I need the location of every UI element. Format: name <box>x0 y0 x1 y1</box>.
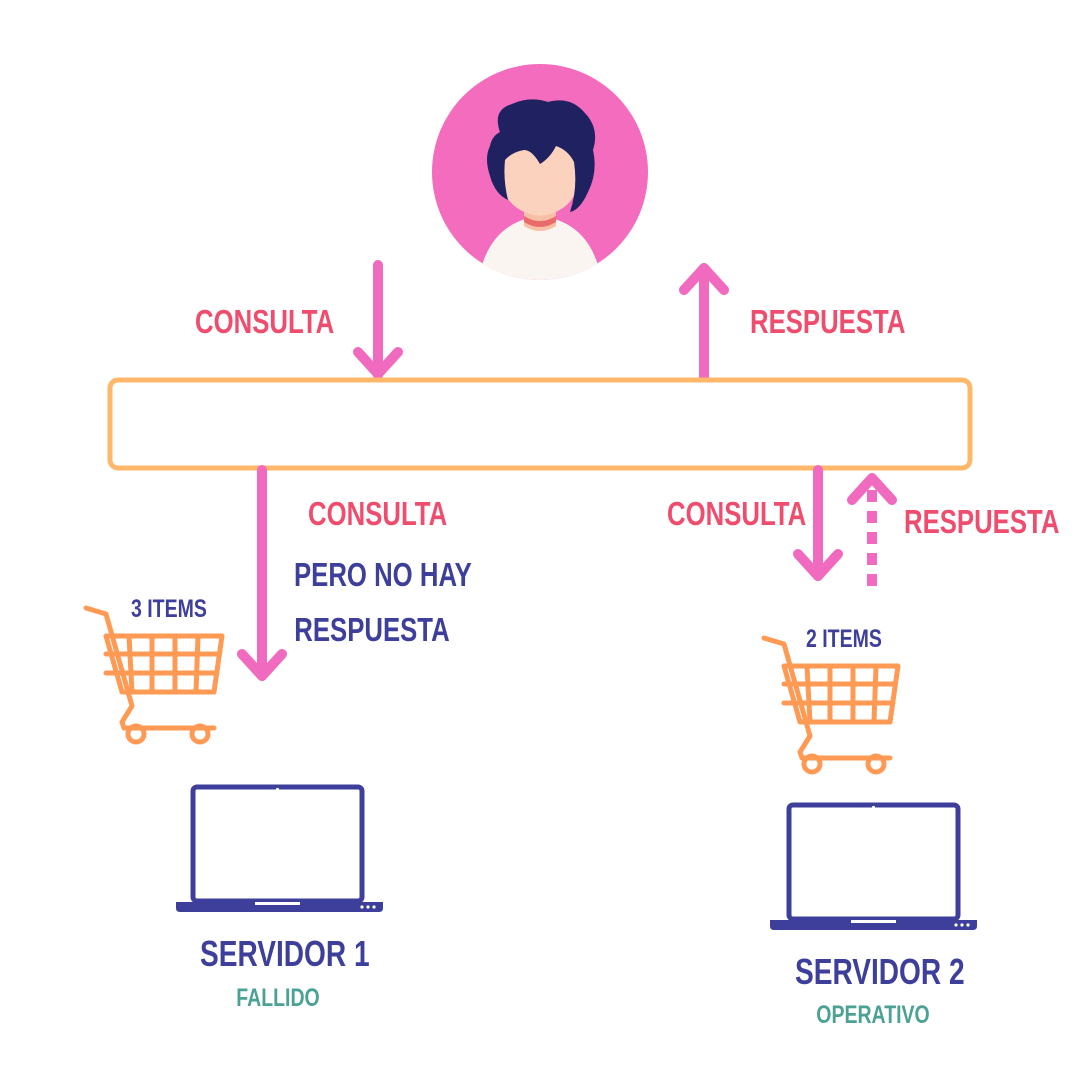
arrow-query-server2 <box>793 465 843 581</box>
server1-no-response-line2: RESPUESTA <box>294 611 450 648</box>
arrow-response-up <box>679 263 729 385</box>
cart-icon-server1 <box>83 605 225 745</box>
server1-query-label: CONSULTA <box>308 495 448 532</box>
server1-no-response-line1: PERO NO HAY <box>294 556 472 593</box>
server2-status: OPERATIVO <box>816 1001 930 1029</box>
server2-cart-items: 2 ITEMS <box>806 625 882 653</box>
user-avatar <box>432 64 648 280</box>
server1-cart-items: 3 ITEMS <box>131 595 207 623</box>
laptop-icon-server1 <box>176 784 383 912</box>
top-response-label: RESPUESTA <box>750 303 906 340</box>
top-query-label: CONSULTA <box>195 303 335 340</box>
server1-status: FALLIDO <box>236 984 320 1012</box>
server2-query-label: CONSULTA <box>667 495 807 532</box>
arrow-response-server2-dashed <box>847 473 897 586</box>
arrow-query-server1 <box>237 465 287 681</box>
server2-response-label: RESPUESTA <box>904 503 1060 540</box>
load-balancer-box <box>107 377 973 471</box>
server1-name: SERVIDOR 1 <box>200 933 370 974</box>
cart-icon-server2 <box>761 635 901 775</box>
laptop-icon-server2 <box>770 802 977 930</box>
arrow-query-down <box>353 260 403 380</box>
server2-name: SERVIDOR 2 <box>795 951 965 992</box>
